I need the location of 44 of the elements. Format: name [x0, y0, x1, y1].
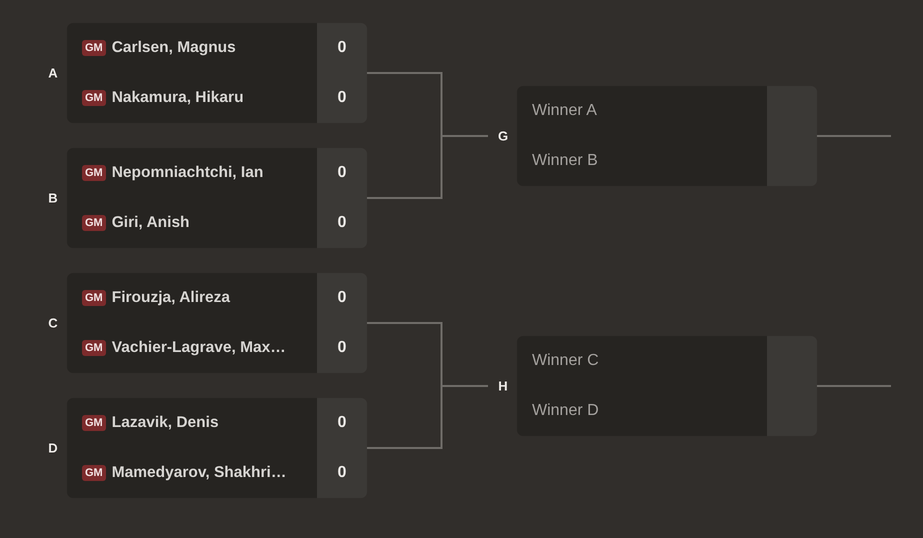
score: 0 — [338, 89, 346, 107]
match-card — [517, 86, 817, 186]
connector-line — [817, 135, 891, 137]
title-badge: GM — [82, 40, 106, 56]
title-badge: GM — [82, 90, 106, 106]
match-label: G — [498, 128, 508, 144]
score: 0 — [338, 164, 346, 182]
score: 0 — [338, 289, 346, 307]
player-name: Nakamura, Hikaru — [112, 89, 244, 107]
match-label: C — [48, 316, 58, 330]
placeholder-name: Winner B — [532, 152, 598, 170]
score: 0 — [338, 39, 346, 57]
score: 0 — [338, 214, 346, 232]
match-card — [67, 23, 367, 123]
player-name: Vachier-Lagrave, Max… — [112, 339, 286, 357]
title-badge: GM — [82, 465, 106, 481]
match-card — [67, 273, 367, 373]
score: 0 — [338, 339, 346, 357]
bracket-line — [367, 385, 488, 449]
title-badge: GM — [82, 415, 106, 431]
match-label: D — [48, 440, 58, 456]
title-badge: GM — [82, 215, 106, 231]
match-label: A — [48, 66, 58, 80]
title-badge: GM — [82, 165, 106, 181]
player-name: Nepomniachtchi, Ian — [112, 164, 264, 182]
player-name: Lazavik, Denis — [112, 414, 219, 432]
connector-line — [817, 385, 891, 387]
match-card — [67, 398, 367, 498]
placeholder-name: Winner C — [532, 352, 599, 370]
player-name: Carlsen, Magnus — [112, 39, 236, 57]
score: 0 — [338, 414, 346, 432]
title-badge: GM — [82, 340, 106, 356]
bracket-line — [367, 135, 488, 199]
placeholder-name: Winner A — [532, 102, 597, 120]
match-card — [67, 148, 367, 248]
player-name: Giri, Anish — [112, 214, 190, 232]
placeholder-name: Winner D — [532, 402, 599, 420]
title-badge: GM — [82, 290, 106, 306]
match-label: B — [48, 190, 58, 206]
player-name: Mamedyarov, Shakhri… — [112, 464, 286, 482]
score: 0 — [338, 464, 346, 482]
player-name: Firouzja, Alireza — [112, 289, 230, 307]
match-card — [517, 336, 817, 436]
match-label: H — [498, 378, 508, 394]
